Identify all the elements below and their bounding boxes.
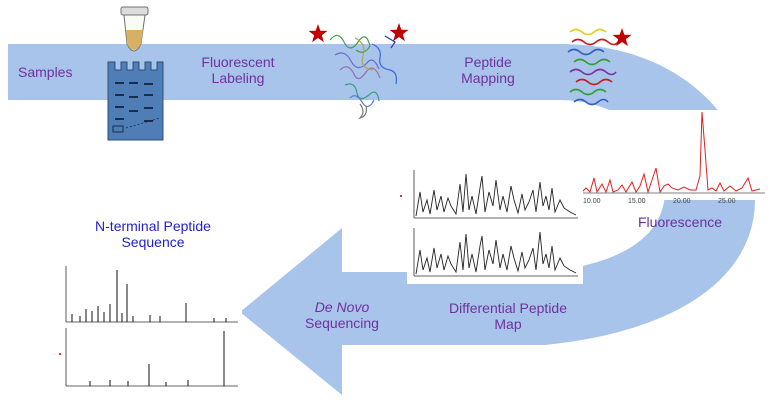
ms-spectra-chart [54, 258, 242, 398]
spectrum-bottom-peaks [89, 331, 225, 386]
star-icon [308, 24, 328, 43]
star-icon [389, 23, 409, 42]
label-fluorescent-labeling: Fluorescent Labeling [201, 54, 275, 86]
star-icon [612, 28, 632, 47]
label-n-terminal-peptide-sequence: N-terminal Peptide Sequence [95, 218, 211, 250]
process-flow-band [8, 44, 755, 395]
fluorescence-tick-label: 20.00 [673, 198, 691, 205]
chromatogram-trace-bottom [415, 231, 577, 275]
fluorescence-trace [575, 111, 761, 194]
spectrum-top-peaks [71, 270, 227, 322]
label-peptide-mapping: Peptide Mapping [461, 54, 515, 86]
chromatogram-trace-top [415, 173, 577, 217]
label-de-novo-sequencing: De Novo Sequencing [305, 299, 379, 331]
sample-tube-icon [120, 6, 149, 52]
label-differential-peptide-map: Differential Peptide Map [448, 300, 568, 332]
fluorescence-chromatogram: 10.00 15.00 20.00 25.00 [565, 110, 765, 205]
protein-structure-icon [329, 34, 397, 120]
gel-box-icon [107, 61, 164, 141]
fluorescence-tick-label: 10.00 [583, 198, 601, 205]
peptide-fragments-icon [567, 28, 619, 106]
differential-peptide-map-chart [400, 164, 583, 284]
label-samples: Samples [18, 64, 73, 80]
label-fluorescence: Fluorescence [638, 214, 723, 230]
fluorescence-tick-label: 25.00 [718, 198, 736, 205]
fluorescence-tick-label: 15.00 [628, 198, 646, 205]
